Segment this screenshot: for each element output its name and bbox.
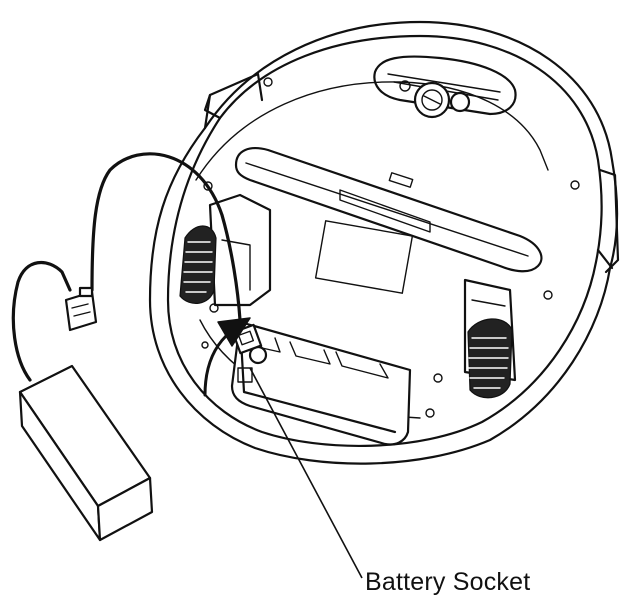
right-wheel xyxy=(467,318,513,399)
cable-connector-icon xyxy=(64,286,98,332)
insertion-arrow-icon xyxy=(203,317,251,397)
battery-socket-label: Battery Socket xyxy=(365,568,531,596)
left-wheel xyxy=(179,225,217,304)
callout-leader-line xyxy=(249,367,363,579)
battery-pack-icon xyxy=(18,364,154,542)
battery-cable xyxy=(11,152,242,382)
